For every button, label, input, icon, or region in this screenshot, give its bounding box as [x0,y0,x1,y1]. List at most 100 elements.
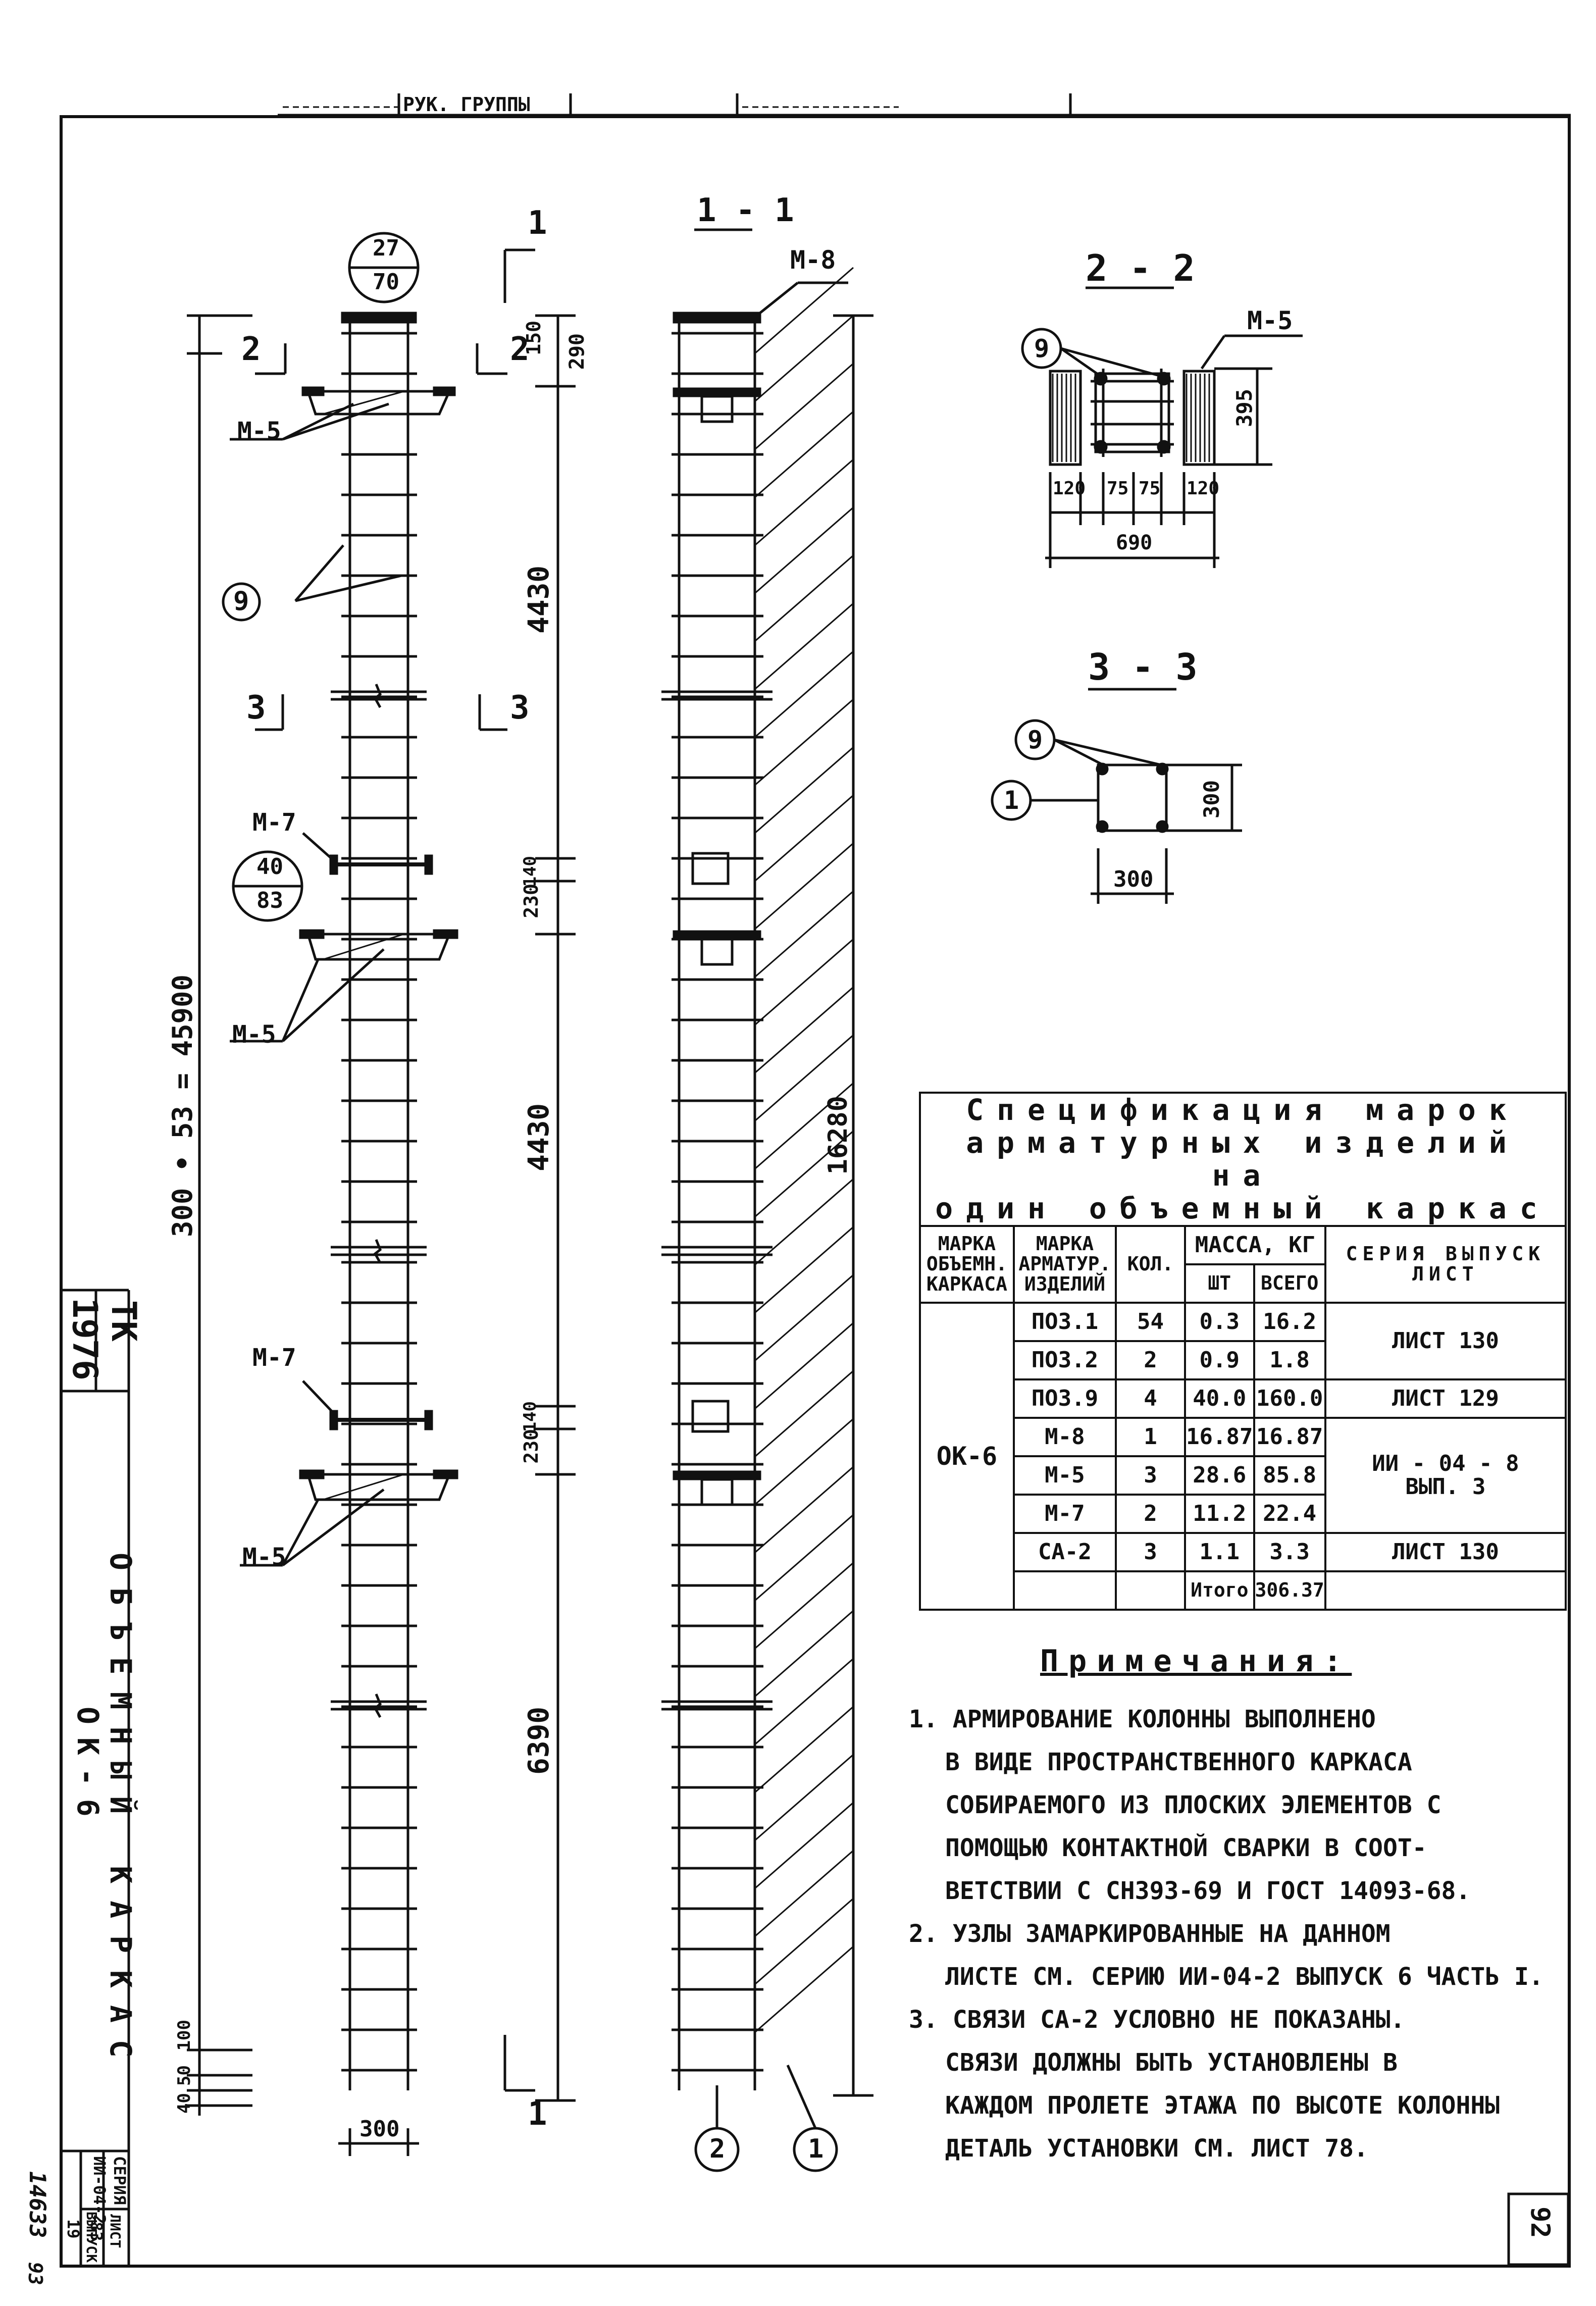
hatch-line [754,650,854,738]
callout-9: 9 [233,586,249,617]
table-row: М-7 2 11.2 22.4 [920,1493,1566,1534]
label-m5-c: М-5 [242,1543,286,1571]
dim-230-a: 230 [520,884,542,918]
row-item: СА-2 [1012,1531,1117,1572]
title-code: 1976 [65,1298,105,1380]
dim-50: 50 [174,2065,194,2086]
label-m7-b: М-7 [252,1344,296,1372]
hatch-line [754,1466,854,1554]
table-row: ПОЗ.2 2 0.9 1.8 [920,1340,1566,1380]
section-3-title: 3 - 3 [1088,646,1198,688]
row-unit: 0.9 [1184,1340,1255,1380]
section-2-title: 2 - 2 [1086,247,1195,289]
hatch-line [754,1898,854,1985]
row-item: ПОЗ.2 [1012,1340,1117,1380]
bubble-mid-num: 40 [256,854,283,880]
stamp-group-label: РУК. ГРУППЫ [403,93,530,116]
series-a: ЛИСТ 130 [1324,1301,1567,1380]
cut-1-top: 1 [528,204,547,242]
total-value: 306.37 [1253,1570,1326,1611]
section-1-title: 1 - 1 [697,192,794,229]
row-unit: 28.6 [1184,1455,1255,1496]
title-issue-value: 19 [64,2219,83,2239]
section-1-m8: М-8 [790,245,836,275]
hatch-line [754,890,854,978]
title-line2: ОК-6 [71,1707,105,1830]
hatch-line [754,458,854,546]
hatch-line [754,1226,854,1314]
row-unit: 11.2 [1184,1493,1255,1534]
hatch-line [754,698,854,786]
spec-title-line2: арматурных изделий на [966,1125,1520,1193]
hatch-line [754,363,854,450]
cut-2-right: 2 [510,331,530,368]
dim-690: 690 [1116,531,1153,554]
spec-title-line3: один объемный каркас [935,1191,1551,1225]
label-m5-a: М-5 [237,417,281,445]
total-label: Итого [1184,1570,1255,1611]
label-m7-a: М-7 [252,808,296,837]
row-total: 85.8 [1253,1455,1326,1496]
note-2: 2. УЗЛЫ ЗАМАРКИРОВАННЫЕ НА ДАННОМ ЛИСТЕ … [909,1920,1543,1991]
hatch-line [754,842,854,930]
hatch-line [754,746,854,834]
table-row: ОК-6 ПОЗ.1 54 0.3 16.2 ЛИСТ 130 [919,1301,1567,1611]
bubble-top-den: 70 [373,269,399,295]
title-series-value: ИИ-04-2 [90,2156,109,2224]
total-series-empty [1324,1570,1567,1611]
hatch-line [754,267,854,354]
hatch-line [754,1082,854,1170]
row-total: 3.3 [1253,1531,1326,1572]
hatch-line [754,1130,854,1218]
dim-300-v: 300 [1199,780,1224,818]
bubble-top-num: 27 [373,235,399,261]
cut-3-left: 3 [246,689,266,727]
hatch-line [754,554,854,642]
margin-number-1: 14633 [24,2171,50,2238]
dim-75-r: 75 [1139,478,1161,499]
row-qty: 3 [1114,1455,1187,1496]
dim-16280: 16280 [823,1096,853,1175]
title-sheet-label: ЛИСТ [107,2214,124,2248]
margin-number-2: 93 [24,2262,46,2285]
row-qty: 54 [1114,1301,1187,1342]
dim-6390: 6390 [523,1707,555,1775]
spec-title-line1: Спецификация марок [966,1093,1520,1127]
dim-4430-a: 4430 [523,566,555,634]
row-unit: 0.3 [1184,1301,1255,1342]
hatch-line [754,1274,854,1362]
hatch-line [754,1610,854,1698]
label-m5-b: М-5 [232,1020,276,1049]
row-total: 160.0 [1253,1378,1326,1419]
col-qty: КОЛ. [1114,1224,1187,1304]
callout-2: 2 [709,2134,726,2164]
hatch-line [754,794,854,882]
section-2-callout-9: 9 [1034,334,1050,363]
section-3-callout-1: 1 [1004,786,1019,815]
row-total: 16.2 [1253,1301,1326,1342]
title-line1: ОБЪЕМНЫЙ КАРКАС [104,1553,138,2075]
table-row: ПОЗ.9 4 40.0 160.0 ЛИСТ 129 [920,1378,1567,1419]
drawing-frame [60,115,1571,2268]
dim-150: 150 [523,321,545,355]
col-mass-unit: ШТ [1184,1263,1255,1304]
row-unit: 40.0 [1184,1378,1255,1419]
spec-title: Спецификация марок арматурных изделий на… [919,1092,1567,1227]
row-total: 22.4 [1253,1493,1326,1534]
dim-120-r: 120 [1187,478,1220,499]
callout-1: 1 [808,2134,824,2164]
total-qty-empty [1114,1570,1187,1611]
hatch-line [754,938,854,1026]
total-item-empty [1012,1570,1117,1611]
row-unit: 16.87 [1184,1416,1255,1457]
dim-40: 40 [174,2093,194,2114]
row-unit: 1.1 [1184,1531,1255,1572]
row-total: 1.8 [1253,1340,1326,1380]
row-qty: 2 [1114,1493,1187,1534]
note-1: 1. АРМИРОВАНИЕ КОЛОННЫ ВЫПОЛНЕНО В ВИДЕ … [909,1705,1471,1905]
hatch-line [754,1562,854,1650]
dim-300-bottom: 300 [359,2116,400,2142]
hatch-line [754,1322,854,1410]
cut-3-right: 3 [510,689,530,727]
